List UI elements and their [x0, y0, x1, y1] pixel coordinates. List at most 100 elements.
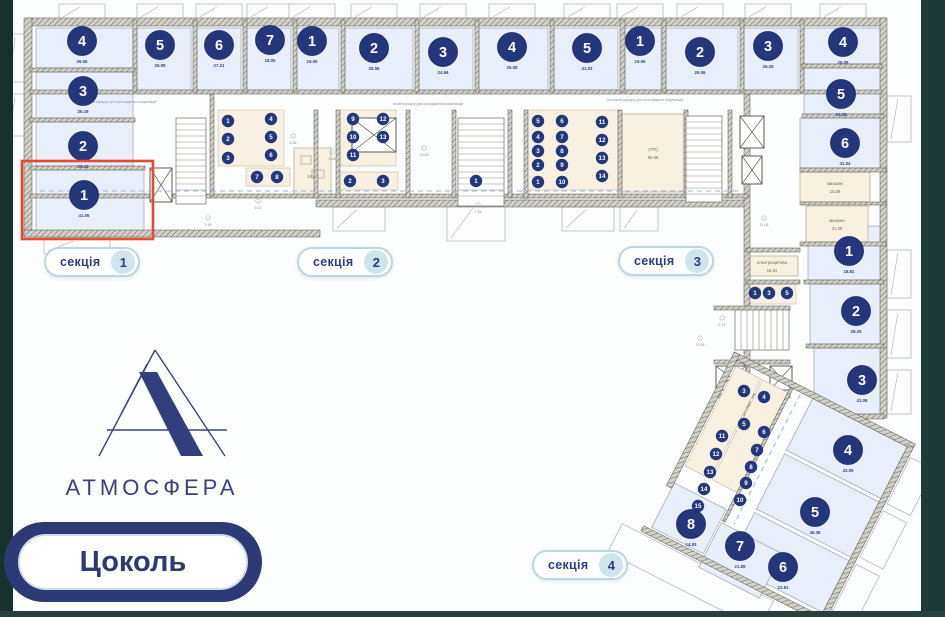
storage-unit-number: 12	[599, 137, 606, 144]
apartment-circle[interactable]	[497, 32, 527, 62]
window-bay	[819, 3, 867, 21]
section-pill-number: 3	[685, 249, 710, 273]
apartment-number: 6	[779, 560, 787, 576]
wall	[640, 525, 830, 617]
apartment-circle[interactable]	[255, 25, 285, 55]
storage-unit-circle	[555, 130, 569, 144]
storage-unit-number: 12	[713, 451, 720, 458]
storage-unit-circle	[531, 144, 545, 158]
wall	[739, 19, 745, 93]
apartment-circle[interactable]	[753, 31, 783, 61]
section-pill-number: 4	[599, 553, 624, 577]
wall	[665, 351, 741, 489]
apartment-circle[interactable]	[359, 33, 389, 63]
storage-unit-circle	[737, 384, 751, 398]
special-room-area: 14.01	[307, 174, 318, 179]
storage-unit-number: 9	[560, 162, 564, 169]
storage-unit-number: 13	[380, 134, 387, 141]
apartment-circle[interactable]	[847, 365, 877, 395]
apartment-circle[interactable]	[204, 30, 234, 60]
apartment-circle[interactable]	[145, 30, 175, 60]
storage-unit-circle	[346, 112, 360, 126]
apartment-circle[interactable]	[830, 128, 860, 158]
wall	[727, 109, 733, 199]
wall	[335, 109, 341, 199]
apartment-circle[interactable]	[676, 509, 706, 539]
dim-label: 6.35	[290, 141, 297, 145]
storage-unit-number: 5	[536, 118, 540, 125]
window-bay	[886, 249, 912, 299]
special-room-area: 65.85	[648, 155, 659, 160]
info-icon	[290, 133, 296, 139]
storage-unit-circle	[221, 151, 235, 165]
apartment-area: 25.08	[507, 65, 519, 70]
apartment-circle[interactable]	[428, 37, 458, 67]
selected-apartment-highlight[interactable]	[20, 159, 155, 241]
window-bay	[563, 3, 611, 21]
wall	[313, 109, 319, 199]
storage-unit-circle	[270, 170, 284, 184]
corridor-label: тихий коридор для проходження комунікаці…	[393, 102, 463, 106]
apartment-area: 41.06	[79, 213, 91, 218]
apartment-circle[interactable]	[800, 497, 830, 527]
wall	[799, 201, 887, 206]
storage-unit-circle	[744, 460, 758, 474]
window-bay	[350, 3, 398, 21]
apartment-circle[interactable]	[833, 435, 863, 465]
apartment-circle[interactable]	[828, 27, 858, 57]
storage-unit-circle	[376, 130, 390, 144]
apartment-number: 5	[811, 505, 819, 521]
brand-triangle-icon	[98, 349, 227, 457]
svg-text:i: i	[208, 216, 209, 220]
wall	[292, 19, 298, 93]
apartment-circle[interactable]	[768, 552, 798, 582]
apartment-number: 4	[844, 443, 852, 459]
floor-selector-button[interactable]: Цоколь	[4, 522, 262, 602]
storage-unit-number: 10	[559, 179, 566, 186]
wall	[132, 19, 138, 93]
wall	[801, 113, 885, 119]
storage-unit-circle	[555, 144, 569, 158]
corridor-label: технічний коридор для прокладання комуні…	[80, 100, 156, 104]
apartment-circle[interactable]	[725, 531, 755, 561]
brand-name: АТМОСФЕРА	[65, 475, 239, 500]
section-pill-label: секція	[60, 255, 101, 269]
storage-unit-number: 8	[275, 174, 279, 181]
storage-unit-circle	[748, 286, 762, 300]
svg-text:i: i	[478, 203, 479, 207]
apartment-circle[interactable]	[572, 33, 602, 63]
apartment-circle[interactable]	[685, 37, 715, 67]
apartment-circle[interactable]	[834, 236, 864, 266]
wall	[29, 165, 146, 171]
apartment-circle[interactable]	[67, 26, 97, 56]
storage-unit-circle	[595, 115, 609, 129]
apartment-area: 46.36	[810, 530, 822, 535]
storage-unit-circle	[757, 390, 771, 404]
apartment-circle[interactable]	[826, 79, 856, 109]
svg-text:i: i	[258, 199, 259, 203]
apartment-area: 26.06	[369, 66, 381, 71]
apartment-circle[interactable]	[625, 26, 655, 56]
wall	[405, 109, 411, 199]
storage-unit-circle	[531, 114, 545, 128]
storage-unit-circle	[531, 175, 545, 189]
apartment-area: 18.81	[844, 269, 856, 274]
floor-button-label: Цоколь	[79, 545, 187, 578]
wall	[451, 109, 457, 199]
storage-unit-number: 5	[742, 421, 746, 428]
apartment-circle[interactable]	[69, 180, 99, 210]
svg-text:i: i	[293, 134, 294, 138]
apartment-circle[interactable]	[68, 76, 98, 106]
window-bay	[744, 3, 792, 21]
storage-unit-circle	[555, 175, 569, 189]
apartment-circle[interactable]	[297, 26, 327, 56]
apartment-circle[interactable]	[841, 296, 871, 326]
apartment-area: 26.42	[78, 164, 90, 169]
special-room	[805, 205, 869, 243]
info-icon	[719, 315, 725, 321]
storage-unit-circle	[531, 130, 545, 144]
info-icon	[697, 335, 703, 341]
special-room-label: магазин	[829, 218, 845, 223]
